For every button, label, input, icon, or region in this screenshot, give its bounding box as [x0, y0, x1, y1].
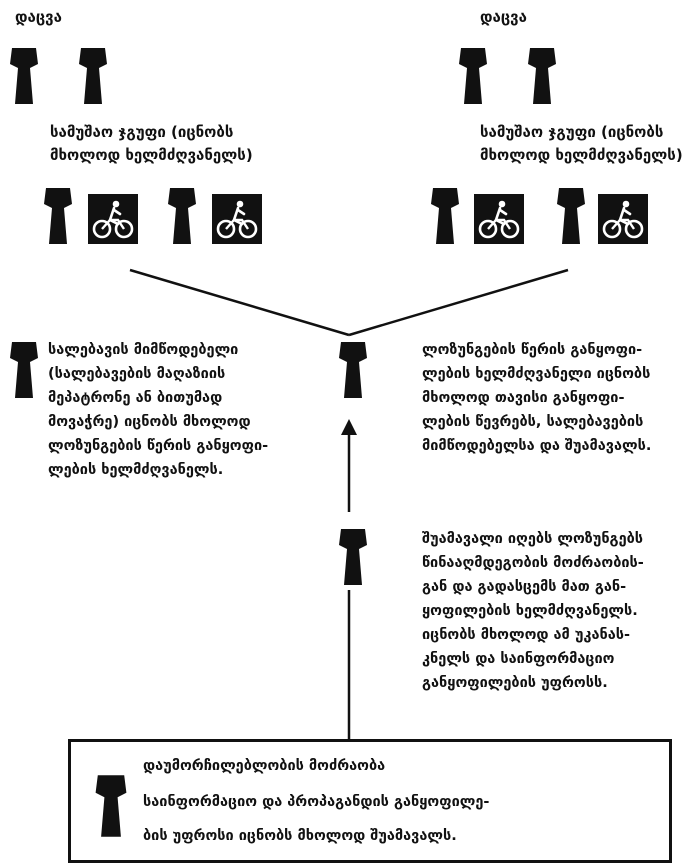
left-guard-label: დაცვა [15, 8, 62, 26]
right-team-person-1-icon [425, 184, 465, 248]
left-team-person-1-icon [38, 184, 78, 248]
note-line: მხოლოდ თავისი განყოფი- [422, 390, 625, 406]
note-line: წინააღმდეგობის მოძრაობის- [422, 555, 644, 571]
paint-supplier-person-icon [4, 338, 44, 402]
left-guard-person-2-icon [73, 44, 113, 108]
slogan-section-head-note: ლოზუნგების წერის განყოფი- ლების ხელმძღვა… [422, 338, 651, 458]
right-guard-person-2-icon [522, 44, 562, 108]
paint-supplier-note: სალებავის მიმწოდებელი (სალებავების მაღაზ… [48, 338, 268, 482]
note-line: ლების წევრებს, სალებავების [422, 414, 644, 430]
left-team-cyclist-1-icon [88, 194, 138, 244]
note-line: (სალებავების მაღაზიის [48, 366, 226, 382]
note-line: ყოფილების ხელმძღვანელს. [422, 603, 638, 619]
right-team-cyclist-1-icon [474, 194, 524, 244]
note-line: ლების ხელმძღვანელს. [48, 462, 224, 478]
info-propaganda-head-person-icon [89, 770, 133, 842]
note-line: კნელს და საინფორმაციო [422, 651, 615, 667]
left-team-cyclist-2-icon [212, 194, 262, 244]
left-team-caption-line1: სამუშაო ჯგუფი (იცნობს [50, 123, 234, 141]
bottom-box-line2: ბის უფროსი იცნობს მხოლოდ შუამავალს. [143, 828, 457, 844]
right-guard-label: დაცვა [480, 8, 527, 26]
note-line: მეპატრონე ან ბითუმად [48, 390, 223, 406]
note-line: მოვაჭრე) იცნობს მხოლოდ [48, 414, 251, 430]
note-line: სალებავის მიმწოდებელი [48, 342, 239, 358]
right-team-caption-line2: მხოლოდ ხელმძღვანელს) [480, 146, 683, 164]
note-line: განყოფილების უფროსს. [422, 675, 608, 691]
bottom-box-title: დაუმორჩილებლობის მოძრაობა [143, 758, 386, 774]
info-propaganda-head-box: დაუმორჩილებლობის მოძრაობა საინფორმაციო დ… [68, 739, 672, 863]
left-guard-person-1-icon [4, 44, 44, 108]
note-line: ლების ხელმძღვანელი იცნობს [422, 366, 651, 382]
intermediary-note: შუამავალი იღებს ლოზუნგებს წინააღმდეგობის… [422, 527, 644, 695]
note-line: იცნობს მხოლოდ ამ უკანას- [422, 627, 631, 643]
right-team-cyclist-2-icon [598, 194, 648, 244]
right-team-person-2-icon [551, 184, 591, 248]
note-line: შუამავალი იღებს ლოზუნგებს [422, 531, 644, 547]
left-team-person-2-icon [162, 184, 202, 248]
slogan-section-head-person-icon [333, 338, 373, 402]
right-guard-person-1-icon [453, 44, 493, 108]
note-line: მიმწოდებელსა და შუამავალს. [422, 438, 652, 454]
intermediary-person-icon [333, 525, 373, 589]
note-line: გან და გადასცემს მათ გან- [422, 579, 627, 595]
left-team-caption-line2: მხოლოდ ხელმძღვანელს) [50, 146, 253, 164]
right-team-caption-line1: სამუშაო ჯგუფი (იცნობს [480, 123, 664, 141]
bottom-box-line1: საინფორმაციო და პროპაგანდის განყოფილე- [143, 794, 490, 810]
note-line: ლოზუნგების წერის განყოფი- [422, 342, 643, 358]
note-line: ლოზუნგების წერის განყოფი- [48, 438, 269, 454]
